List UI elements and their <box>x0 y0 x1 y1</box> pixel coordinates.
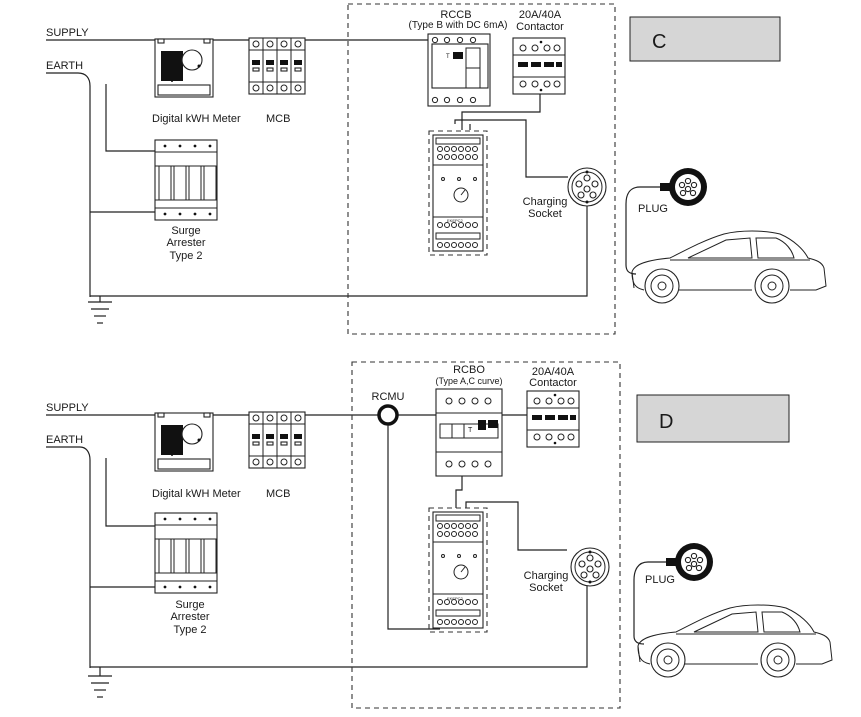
charging-socket-c <box>567 167 607 207</box>
contactor-label-1: 20A/40A <box>519 9 562 21</box>
ev-controller-c <box>428 130 488 256</box>
earth-ground-symbol <box>88 667 112 698</box>
controller-model-label: EKEPC2 <box>447 218 464 223</box>
kwh-meter <box>154 412 214 472</box>
ev-controller-d <box>428 507 488 633</box>
surge-label-1: Surge <box>171 225 200 237</box>
rccb-test-mark: T <box>446 54 450 60</box>
car-d <box>637 604 833 678</box>
meter-label: Digital kWH Meter <box>152 488 241 500</box>
supply-label: SUPPLY <box>46 402 89 414</box>
earth-wire <box>46 72 91 297</box>
contactor <box>512 37 566 95</box>
socket-label-2: Socket <box>529 582 563 594</box>
plug-label: PLUG <box>645 574 675 586</box>
mcb-breaker <box>248 411 306 469</box>
surge-label-3: Type 2 <box>173 624 206 636</box>
surge-label-2: Arrester <box>170 611 209 623</box>
charger-enclosure-d <box>351 361 621 709</box>
contactor-label-1: 20A/40A <box>532 366 575 378</box>
socket-label-2: Socket <box>528 208 562 220</box>
earth-wire <box>46 446 91 668</box>
plug-label: PLUG <box>638 203 668 215</box>
contactor-label-2: Contactor <box>529 377 577 389</box>
surge-arrester <box>154 139 218 221</box>
panel-c: SUPPLY EARTH Digital kWH Meter MCB Surge… <box>46 3 827 335</box>
socket-label-1: Charging <box>523 196 568 208</box>
charger-enclosure-c <box>347 3 616 335</box>
earth-label: EARTH <box>46 434 83 446</box>
contactor-label-2: Contactor <box>516 21 564 33</box>
mode-box-d <box>636 394 790 443</box>
rcbo-label: RCBO <box>453 364 485 376</box>
surge-arrester <box>154 512 218 594</box>
rccb-label: RCCB <box>440 9 471 21</box>
mode-label-c: C <box>652 31 666 53</box>
rccb-sublabel: (Type B with DC 6mA) <box>409 20 508 31</box>
surge-label-1: Surge <box>175 599 204 611</box>
mcb-breaker <box>248 37 306 95</box>
charging-socket-d <box>570 547 610 587</box>
mode-box-c <box>629 16 781 62</box>
supply-label: SUPPLY <box>46 27 89 39</box>
plug-c <box>659 167 708 207</box>
earth-ground-symbol <box>88 296 112 324</box>
meter-label: Digital kWH Meter <box>152 113 241 125</box>
surge-label-2: Arrester <box>166 237 205 249</box>
rcmu-sensor <box>377 404 399 426</box>
rcbo-test-mark: T <box>468 427 473 434</box>
earth-return-wire <box>90 575 588 668</box>
earth-label: EARTH <box>46 60 83 72</box>
kwh-meter <box>154 38 214 98</box>
rcbo-device: T <box>435 388 503 477</box>
mcb-label: MCB <box>266 113 290 125</box>
panel-d: SUPPLY EARTH Digital kWH Meter MCB Surge… <box>46 361 833 709</box>
rccb-device: T <box>427 33 491 107</box>
mcb-label: MCB <box>266 488 290 500</box>
mode-label-d: D <box>659 411 673 433</box>
rcmu-label: RCMU <box>372 391 405 403</box>
socket-label-1: Charging <box>524 570 569 582</box>
earth-return-wire <box>90 173 588 297</box>
controller-model-label: EKEPC2 <box>447 596 464 601</box>
rcbo-sublabel: (Type A,C curve) <box>435 376 502 386</box>
contactor <box>526 390 580 448</box>
car-c <box>631 230 827 304</box>
surge-label-3: Type 2 <box>169 250 202 262</box>
